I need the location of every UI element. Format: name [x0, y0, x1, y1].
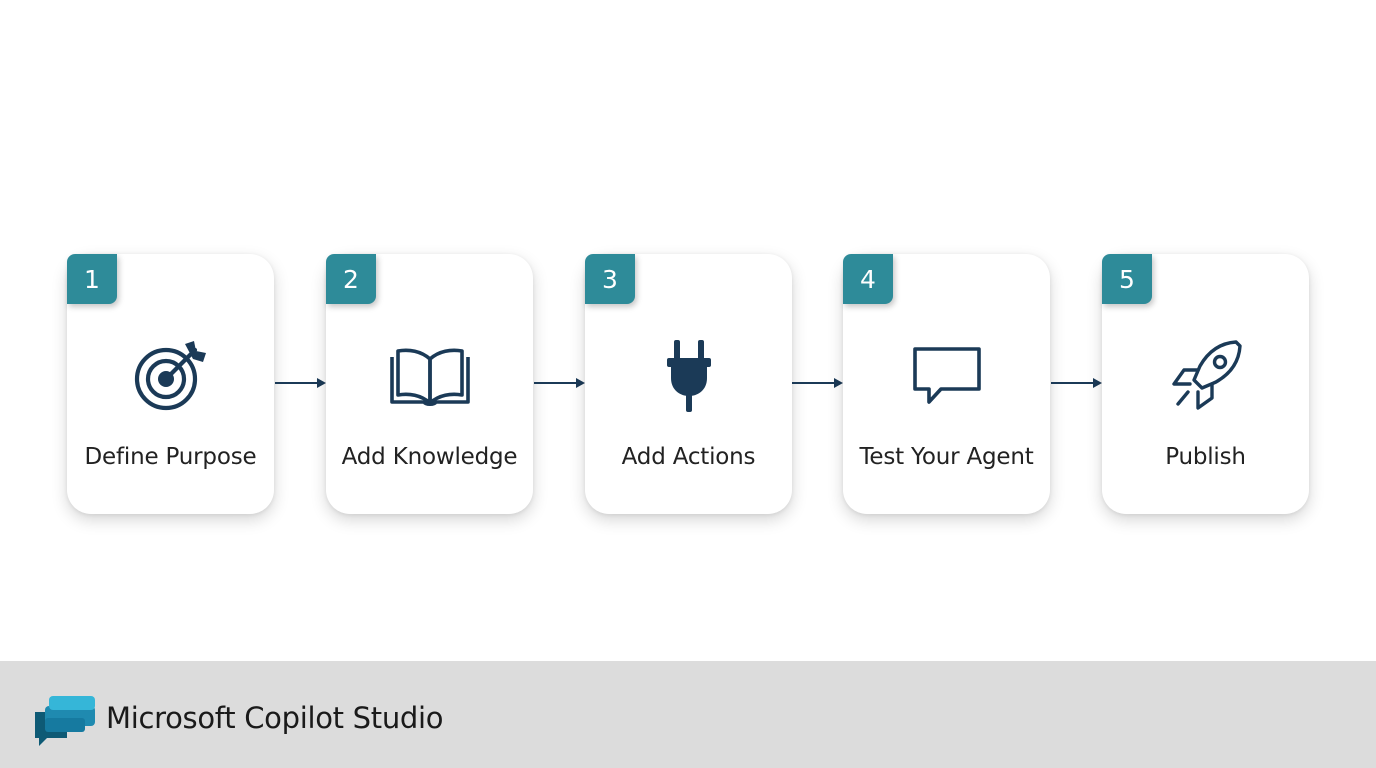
step-card-add-actions: 3 Add Actions [585, 254, 792, 514]
brand-name: Microsoft Copilot Studio [106, 701, 444, 735]
step-number-badge: 3 [585, 254, 635, 304]
step-label: Add Actions [621, 444, 756, 470]
target-icon [67, 338, 274, 414]
step-number-badge: 5 [1102, 254, 1152, 304]
rocket-icon [1102, 338, 1309, 414]
step-card-add-knowledge: 2 Add Knowledge [326, 254, 533, 514]
footer-bar: Microsoft Copilot Studio [0, 661, 1376, 768]
open-book-icon [326, 338, 533, 414]
step-number-badge: 1 [67, 254, 117, 304]
step-number-badge: 2 [326, 254, 376, 304]
copilot-studio-logo-icon [33, 694, 97, 756]
step-number-badge: 4 [843, 254, 893, 304]
flow-arrow [534, 378, 585, 388]
flow-arrow [792, 378, 843, 388]
step-label: Add Knowledge [341, 444, 518, 470]
chat-bubble-icon [843, 338, 1050, 414]
step-label: Publish [1165, 444, 1246, 470]
step-label: Define Purpose [84, 444, 257, 470]
step-card-define-purpose: 1 Define Purpose [67, 254, 274, 514]
step-label: Test Your Agent [859, 444, 1034, 470]
plug-icon [585, 338, 792, 414]
step-card-test-your-agent: 4 Test Your Agent [843, 254, 1050, 514]
step-card-publish: 5 Publish [1102, 254, 1309, 514]
flow-arrow [275, 378, 326, 388]
flow-arrow [1051, 378, 1102, 388]
